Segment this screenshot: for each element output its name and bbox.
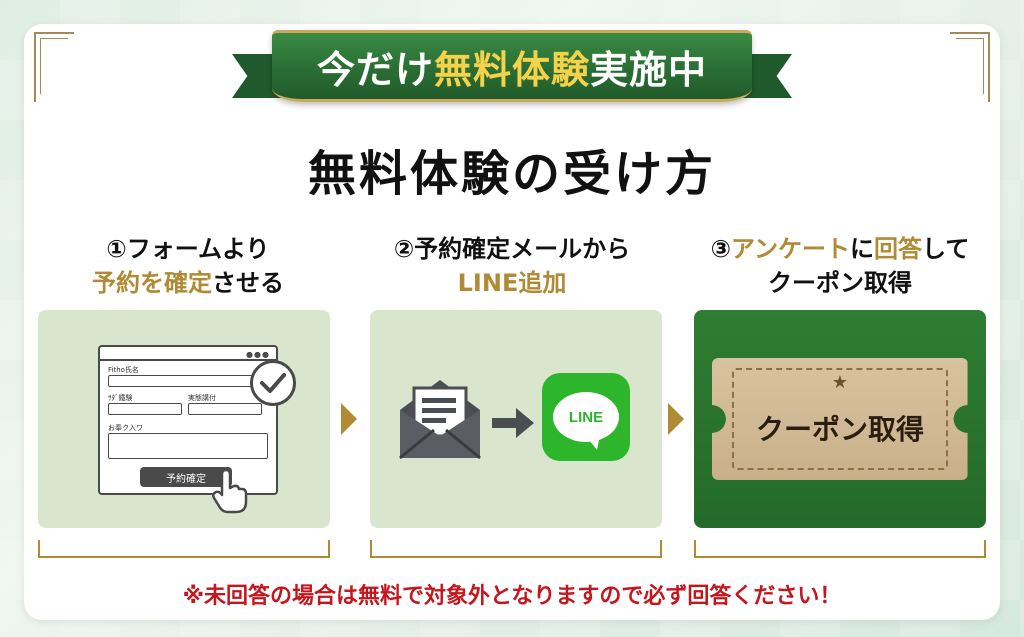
ribbon-text-part3: 実施中 — [590, 47, 708, 92]
pointer-hand-icon — [212, 470, 248, 514]
form-field-trial — [108, 403, 182, 415]
checkmark-icon — [250, 360, 296, 406]
line-logo-text: LINE — [568, 408, 604, 426]
window-dots-icon: ●●● — [246, 350, 270, 359]
coupon-text: クーポン取得 — [755, 413, 924, 446]
coupon-ticket: ★ クーポン取得 — [712, 358, 968, 480]
step-2-highlight: LINE追加 — [457, 269, 567, 297]
form-label-message: お奉ク入ワ — [108, 424, 143, 432]
step-3-highlight-b: 回答 — [874, 235, 923, 263]
page-title: 無料体験の受け方 — [307, 146, 716, 202]
form-field-message — [108, 433, 268, 459]
form-label-trial: ｻﾀﾞ鐵験 — [108, 394, 133, 402]
line-bubble: LINE — [553, 392, 619, 450]
right-arrow-icon — [492, 408, 534, 438]
line-app-icon: LINE — [542, 373, 630, 461]
corner-ornament-right-inner — [956, 38, 984, 94]
step-2-panel: LINE — [370, 310, 662, 528]
confirm-reservation-button: 予約確定 — [140, 467, 232, 487]
panel-bracket-1 — [38, 540, 330, 558]
corner-ornament-right — [950, 32, 990, 102]
step-3-number: ③ — [710, 235, 731, 263]
campaign-ribbon: 今だけ無料体験実施中 — [232, 14, 792, 114]
star-icon: ★ — [831, 372, 849, 393]
ribbon-banner: 今だけ無料体験実施中 — [272, 30, 752, 102]
corner-ornament-left — [34, 32, 74, 102]
step-3-panel: ★ クーポン取得 — [694, 310, 986, 528]
step-2-text-a: 予約確定メールから — [414, 235, 631, 263]
step-1-panel: ●●● Fitho氏名 ｻﾀﾞ鐵験 実態講付 お奉ク入ワ 予約確定 — [38, 310, 330, 528]
ribbon-text-highlight: 無料体験 — [433, 47, 590, 92]
step-3-text-a: に — [850, 235, 875, 263]
ribbon-text: 今だけ無料体験実施中 — [317, 39, 707, 94]
step-1-text-a: フォームより — [126, 235, 270, 263]
form-field-name — [108, 375, 268, 387]
step-2-number: ② — [393, 235, 415, 263]
coupon-border — [732, 368, 948, 470]
step-3-text-b: して — [922, 235, 970, 263]
ribbon-text-part1: 今だけ — [316, 47, 434, 92]
panel-bracket-3 — [694, 540, 986, 558]
step-3-text-c: クーポン取得 — [768, 269, 912, 297]
email-icon — [399, 380, 481, 460]
form-label-date: 実態講付 — [188, 394, 216, 402]
step-arrow-icon-1 — [341, 403, 357, 435]
step-3-heading: ③アンケートに回答して クーポン取得 — [690, 232, 990, 300]
step-3-highlight-a: アンケート — [731, 235, 851, 263]
form-window-illustration: ●●● Fitho氏名 ｻﾀﾞ鐵験 実態講付 お奉ク入ワ 予約確定 — [98, 345, 278, 495]
notice-text: ※未回答の場合は無料で対象外となりますので必ず回答ください！ — [182, 584, 842, 609]
form-field-date — [188, 403, 262, 415]
step-1-heading: ①フォームより 予約を確定させる — [38, 232, 338, 300]
step-2-heading: ②予約確定メールから LINE追加 — [362, 232, 662, 300]
step-1-highlight: 予約を確定 — [92, 269, 212, 297]
form-window-titlebar: ●●● — [100, 347, 276, 361]
step-1-text-b: させる — [212, 269, 284, 297]
step-1-number: ① — [106, 235, 127, 263]
form-label-name: Fitho氏名 — [108, 366, 139, 374]
step-arrow-icon-2 — [668, 403, 684, 435]
panel-bracket-2 — [370, 540, 662, 558]
corner-ornament-left-inner — [40, 38, 68, 94]
